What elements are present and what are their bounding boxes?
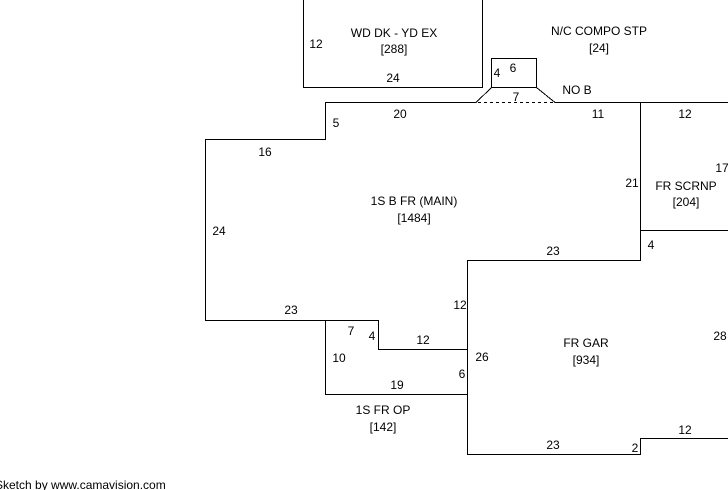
dim-gar-left-26: 26 bbox=[475, 350, 489, 364]
wood-deck-outline bbox=[303, 0, 483, 88]
dim-step-top: 6 bbox=[510, 61, 517, 75]
dim-main-top-16: 16 bbox=[258, 145, 272, 159]
compo-step-label: N/C COMPO STP bbox=[551, 24, 647, 38]
dim-main-top-left: 20 bbox=[393, 107, 407, 121]
open-porch-area: [142] bbox=[370, 420, 397, 434]
dim-main-bottom-23: 23 bbox=[284, 303, 298, 317]
dim-gar-bottom-right: 12 bbox=[678, 423, 692, 437]
garage-area: [934] bbox=[573, 353, 600, 367]
dim-deck-bottom: 24 bbox=[386, 71, 400, 85]
main-label: 1S B FR (MAIN) bbox=[371, 194, 458, 208]
dim-op-left: 10 bbox=[332, 351, 346, 365]
dim-gar-top: 23 bbox=[546, 244, 560, 258]
dim-op-bottom: 19 bbox=[390, 378, 404, 392]
dim-main-top-right: 11 bbox=[592, 107, 605, 121]
screen-porch-outline bbox=[640, 102, 728, 231]
dim-op-top-7: 7 bbox=[348, 324, 355, 338]
dim-scrn-right: 17 bbox=[715, 161, 728, 175]
dim-gar-right: 28 bbox=[713, 329, 727, 343]
dim-deck-left: 12 bbox=[309, 37, 323, 51]
no-b-trapezoid-left bbox=[475, 87, 492, 103]
wood-deck-area: [288] bbox=[381, 42, 408, 56]
dim-gar-jog-2: 2 bbox=[632, 441, 639, 455]
dim-op-right: 6 bbox=[459, 367, 466, 381]
dim-step-left: 4 bbox=[494, 66, 501, 80]
dim-step-bottom: 7 bbox=[513, 90, 520, 104]
dim-op-step-4: 4 bbox=[369, 329, 376, 343]
dim-scrn-top: 12 bbox=[678, 107, 692, 121]
open-porch-notch bbox=[325, 320, 468, 350]
main-house-outline bbox=[205, 102, 641, 395]
compo-step-area: [24] bbox=[589, 41, 609, 55]
dim-gar-bottom: 23 bbox=[546, 438, 560, 452]
screen-porch-area: [204] bbox=[673, 195, 700, 209]
sketch-credit: Sketch by www.camavision.com bbox=[0, 478, 166, 490]
screen-porch-label: FR SCRNP bbox=[655, 179, 716, 193]
no-b-trapezoid-right bbox=[536, 87, 556, 103]
dim-gar-left-12: 12 bbox=[453, 298, 467, 312]
no-b-label: NO B bbox=[562, 83, 591, 97]
main-area: [1484] bbox=[397, 211, 430, 225]
dim-main-step-5: 5 bbox=[333, 116, 340, 130]
dim-main-left: 24 bbox=[212, 224, 226, 238]
open-porch-label: 1S FR OP bbox=[356, 403, 411, 417]
dim-op-top-12: 12 bbox=[416, 333, 430, 347]
dim-main-right: 21 bbox=[625, 176, 639, 190]
wood-deck-label: WD DK - YD EX bbox=[351, 26, 437, 40]
garage-label: FR GAR bbox=[563, 336, 609, 350]
garage-outline bbox=[467, 394, 728, 455]
compo-step-outline bbox=[491, 58, 537, 88]
dim-scrn-bottom: 4 bbox=[648, 238, 655, 252]
